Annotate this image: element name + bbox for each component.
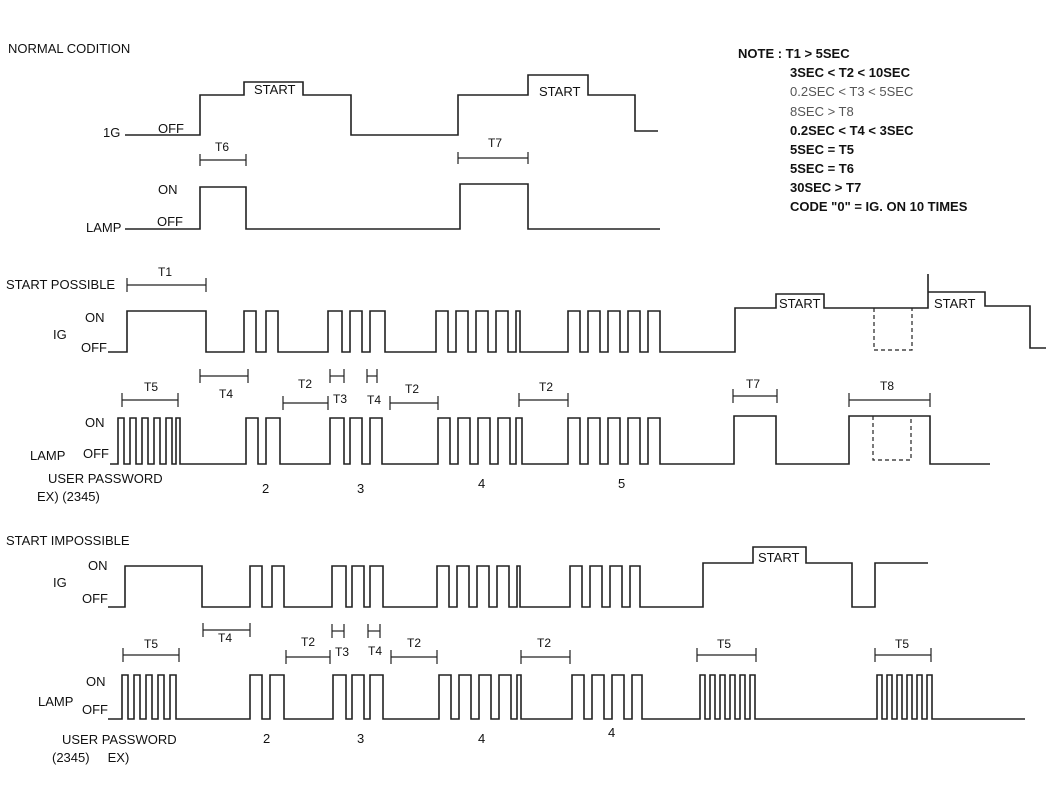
timing-marker-t7-normal (457, 152, 529, 164)
section-title-start-possible: START POSSIBLE (6, 277, 115, 292)
ig-waveform-impossible (108, 546, 928, 608)
timing-label-t4-impossible-2: T4 (368, 644, 382, 658)
timing-marker-t2-possible-3 (518, 393, 569, 407)
lamp-waveform-possible (110, 415, 990, 465)
lamp-waveform-normal (125, 183, 660, 230)
section-title-start-impossible: START IMPOSSIBLE (6, 533, 130, 548)
start-label-normal-2: START (539, 84, 580, 99)
timing-marker-t5-impossible-3 (874, 648, 932, 662)
timing-label-t3-possible: T3 (333, 392, 347, 406)
off-label-normal-ig: OFF (158, 121, 184, 136)
timing-label-t6: T6 (215, 140, 229, 154)
section-title-normal: NORMAL CODITION (8, 41, 130, 56)
digit-possible-5: 5 (618, 476, 625, 491)
note-line-2: 3SEC < T2 < 10SEC (790, 65, 911, 80)
note-line-1: NOTE : T1 > 5SEC (738, 46, 850, 61)
password-label-impossible-2: (2345) EX) (52, 750, 129, 765)
note-line-5: 0.2SEC < T4 < 3SEC (790, 123, 914, 138)
timing-label-t4-impossible-1: T4 (218, 631, 232, 645)
timing-label-t8: T8 (880, 379, 894, 393)
digit-possible-4: 4 (478, 476, 485, 491)
on-label-impossible-lamp: ON (86, 674, 106, 689)
timing-label-t1: T1 (158, 265, 172, 279)
timing-marker-t4-impossible-1 (202, 623, 251, 637)
timing-marker-t2-impossible-3 (520, 650, 571, 664)
timing-marker-t2-impossible-2 (390, 650, 438, 664)
timing-marker-t4-possible-2 (366, 369, 378, 383)
ig-label-possible: IG (53, 327, 67, 342)
timing-marker-t8 (848, 393, 931, 407)
timing-marker-t5-impossible-2 (696, 648, 757, 662)
timing-label-t7-possible: T7 (746, 377, 760, 391)
timing-label-t2-impossible-1: T2 (301, 635, 315, 649)
start-label-impossible: START (758, 550, 799, 565)
timing-marker-t2-impossible-1 (285, 650, 331, 664)
digit-possible-3: 3 (357, 481, 364, 496)
timing-marker-t4-possible-1 (199, 369, 249, 383)
notes-block: NOTE : T1 > 5SEC 3SEC < T2 < 10SEC 0.2SE… (738, 46, 968, 214)
timing-label-t2-possible-1: T2 (298, 377, 312, 391)
digit-possible-2: 2 (262, 481, 269, 496)
password-label-impossible-1: USER PASSWORD (62, 732, 177, 747)
start-label-possible-1: START (779, 296, 820, 311)
off-label-normal-lamp: OFF (157, 214, 183, 229)
note-line-6: 5SEC = T5 (790, 142, 854, 157)
ig-label-normal: 1G (103, 125, 120, 140)
timing-marker-t4-impossible-2 (367, 624, 381, 638)
ig-waveform-possible (108, 274, 1046, 353)
timing-label-t2-possible-3: T2 (539, 380, 553, 394)
timing-label-t2-impossible-3: T2 (537, 636, 551, 650)
timing-label-t2-possible-2: T2 (405, 382, 419, 396)
lamp-dashed-pulse-possible (872, 416, 912, 461)
digit-impossible-4a: 4 (478, 731, 485, 746)
timing-label-t4-possible-2: T4 (367, 393, 381, 407)
off-label-impossible-lamp: OFF (82, 702, 108, 717)
timing-marker-t7-possible (732, 389, 778, 403)
password-label-possible-2: EX) (2345) (37, 489, 100, 504)
lamp-label-impossible: LAMP (38, 694, 73, 709)
timing-label-t7-normal: T7 (488, 136, 502, 150)
timing-marker-t2-possible-1 (282, 396, 329, 410)
on-label-possible-ig: ON (85, 310, 105, 325)
password-label-possible-1: USER PASSWORD (48, 471, 163, 486)
ig-label-impossible: IG (53, 575, 67, 590)
on-label-possible-lamp: ON (85, 415, 105, 430)
note-line-4: 8SEC > T8 (790, 104, 854, 119)
note-line-3: 0.2SEC < T3 < 5SEC (790, 84, 913, 99)
timing-label-t3-impossible: T3 (335, 645, 349, 659)
timing-label-t2-impossible-2: T2 (407, 636, 421, 650)
timing-label-t5-impossible-1: T5 (144, 637, 158, 651)
timing-marker-t2-possible-2 (389, 396, 439, 410)
timing-label-t5-possible: T5 (144, 380, 158, 394)
note-line-7: 5SEC = T6 (790, 161, 854, 176)
lamp-waveform-impossible (108, 674, 1025, 720)
timing-label-t5-impossible-3: T5 (895, 637, 909, 651)
digit-impossible-2: 2 (263, 731, 270, 746)
lamp-label-normal: LAMP (86, 220, 121, 235)
timing-label-t5-impossible-2: T5 (717, 637, 731, 651)
digit-impossible-3: 3 (357, 731, 364, 746)
ig-dashed-pulse-possible (873, 308, 913, 351)
digit-impossible-4b: 4 (608, 725, 615, 740)
start-label-normal-1: START (254, 82, 295, 97)
timing-label-t4-possible-1: T4 (219, 387, 233, 401)
note-line-8: 30SEC > T7 (790, 180, 861, 195)
off-label-impossible-ig: OFF (82, 591, 108, 606)
timing-marker-t3-possible (329, 369, 345, 383)
on-label-normal-lamp: ON (158, 182, 178, 197)
timing-marker-t6 (199, 154, 247, 166)
timing-marker-t5-possible (121, 393, 179, 407)
timing-marker-t3-impossible (331, 624, 345, 638)
off-label-possible-ig: OFF (81, 340, 107, 355)
lamp-label-possible: LAMP (30, 448, 65, 463)
timing-marker-t1 (126, 278, 207, 292)
ig-waveform-normal (125, 74, 658, 136)
start-label-possible-2: START (934, 296, 975, 311)
on-label-impossible-ig: ON (88, 558, 108, 573)
off-label-possible-lamp: OFF (83, 446, 109, 461)
timing-marker-t5-impossible-1 (122, 648, 180, 662)
note-line-9: CODE "0" = IG. ON 10 TIMES (790, 199, 968, 214)
